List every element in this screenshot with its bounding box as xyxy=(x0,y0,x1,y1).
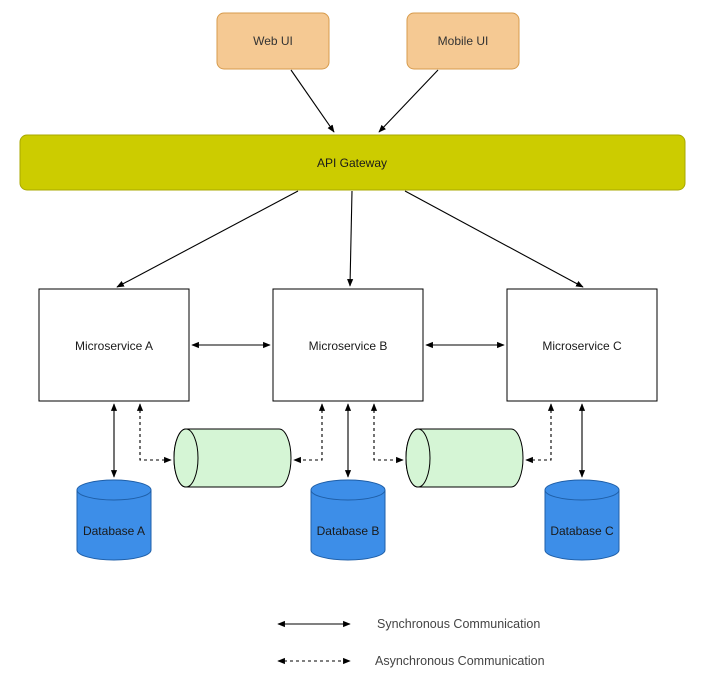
web-ui-node[interactable]: Web UI xyxy=(216,12,330,70)
microservice-b-node[interactable]: Microservice B xyxy=(272,288,424,402)
database-b-node[interactable]: Database B xyxy=(310,479,386,561)
web-ui-label: Web UI xyxy=(253,34,293,48)
microservice-a-label: Microservice A xyxy=(75,339,153,353)
microservice-a-node[interactable]: Microservice A xyxy=(38,288,190,402)
database-a-node[interactable]: Database A xyxy=(76,479,152,561)
legend-async-label: Asynchronous Communication xyxy=(375,654,545,668)
api-gateway-label: API Gateway xyxy=(317,156,387,170)
edge-gateway-msb xyxy=(347,190,354,287)
microservice-b-label: Microservice B xyxy=(309,339,388,353)
database-a-label: Database A xyxy=(83,524,145,538)
message-queue-ab[interactable] xyxy=(173,428,292,488)
microservice-c-node[interactable]: Microservice C xyxy=(506,288,658,402)
mobile-ui-label: Mobile UI xyxy=(438,34,489,48)
database-c-label: Database C xyxy=(550,524,614,538)
message-queue-bc[interactable] xyxy=(405,428,524,488)
legend: Synchronous Communication Asynchronous C… xyxy=(277,617,545,668)
legend-sync-label: Synchronous Communication xyxy=(377,617,540,631)
database-c-node[interactable]: Database C xyxy=(544,479,620,561)
database-b-label: Database B xyxy=(317,524,380,538)
edge-msb-queue-bc-async xyxy=(370,403,404,464)
mobile-ui-node[interactable]: Mobile UI xyxy=(406,12,520,70)
microservice-c-label: Microservice C xyxy=(542,339,622,353)
edge-gateway-msc xyxy=(404,190,584,288)
edge-gateway-msa xyxy=(116,190,299,288)
edge-mobileui-gateway xyxy=(378,69,439,133)
edge-msa-queue-async xyxy=(136,403,172,464)
edge-msc-queue-async xyxy=(525,403,555,464)
api-gateway-node[interactable]: API Gateway xyxy=(19,134,686,191)
edge-msb-queue-ab-async xyxy=(293,403,326,464)
edge-webui-gateway xyxy=(290,69,335,133)
